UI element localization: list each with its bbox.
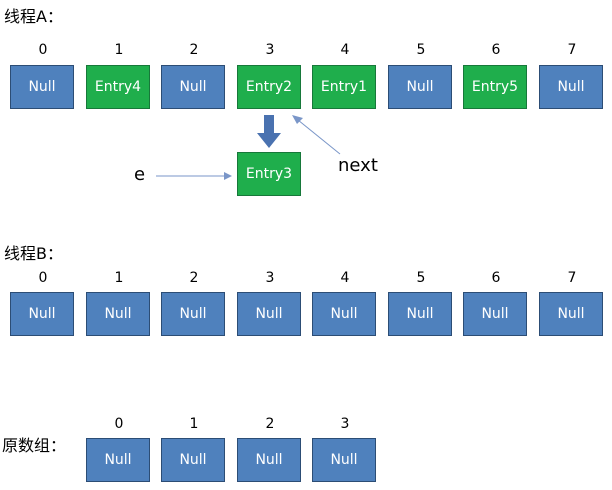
thread-a-index-4: 4	[340, 42, 350, 58]
thread-a-index-7: 7	[567, 42, 577, 58]
thread-b-cell-5: Null	[388, 292, 452, 336]
original-index-0: 0	[114, 416, 124, 432]
thread-b-cell-2: Null	[161, 292, 225, 336]
thread-a-cell-4: Entry1	[312, 65, 376, 109]
thread-b-cell-0: Null	[10, 292, 74, 336]
thread-a-index-0: 0	[38, 42, 48, 58]
original-index-2: 2	[265, 416, 275, 432]
e-pointer-label: e	[134, 164, 146, 185]
thread-a-index-6: 6	[491, 42, 501, 58]
thread-a-cell-5: Null	[388, 65, 452, 109]
thread-a-cell-3: Entry2	[237, 65, 301, 109]
down-arrow-icon	[257, 115, 281, 148]
thread-a-cell-0: Null	[10, 65, 74, 109]
original-cell-0: Null	[86, 438, 150, 482]
original-index-1: 1	[189, 416, 199, 432]
original-cell-3: Null	[312, 438, 376, 482]
thread-b-cell-7: Null	[539, 292, 603, 336]
thread-a-title: 线程A：	[4, 7, 63, 26]
thread-b-index-3: 3	[265, 270, 275, 286]
thread-b-index-5: 5	[416, 270, 426, 286]
thread-a-index-1: 1	[114, 42, 124, 58]
original-index-3: 3	[340, 416, 350, 432]
thread-b-index-1: 1	[114, 270, 124, 286]
original-cell-2: Null	[237, 438, 301, 482]
thread-b-title: 线程B：	[4, 244, 63, 263]
thread-a-cell-2: Null	[161, 65, 225, 109]
next-pointer-label: next	[338, 155, 378, 176]
original-cell-1: Null	[161, 438, 225, 482]
thread-b-cell-4: Null	[312, 292, 376, 336]
thread-b-index-0: 0	[38, 270, 48, 286]
thread-a-chained-entry: Entry3	[237, 152, 301, 196]
thread-a-cell-6: Entry5	[463, 65, 527, 109]
next-arrow-head	[292, 115, 303, 124]
thread-a-index-2: 2	[189, 42, 199, 58]
thread-a-index-3: 3	[265, 42, 275, 58]
thread-b-index-6: 6	[491, 270, 501, 286]
thread-b-cell-3: Null	[237, 292, 301, 336]
e-arrow-head	[224, 172, 232, 180]
next-arrow-line	[297, 119, 341, 155]
thread-b-index-7: 7	[567, 270, 577, 286]
thread-a-index-5: 5	[416, 42, 426, 58]
thread-b-cell-1: Null	[86, 292, 150, 336]
thread-b-cell-6: Null	[463, 292, 527, 336]
thread-b-index-2: 2	[189, 270, 199, 286]
thread-b-index-4: 4	[340, 270, 350, 286]
original-array-title: 原数组：	[2, 436, 67, 455]
thread-a-cell-1: Entry4	[86, 65, 150, 109]
thread-a-cell-7: Null	[539, 65, 603, 109]
